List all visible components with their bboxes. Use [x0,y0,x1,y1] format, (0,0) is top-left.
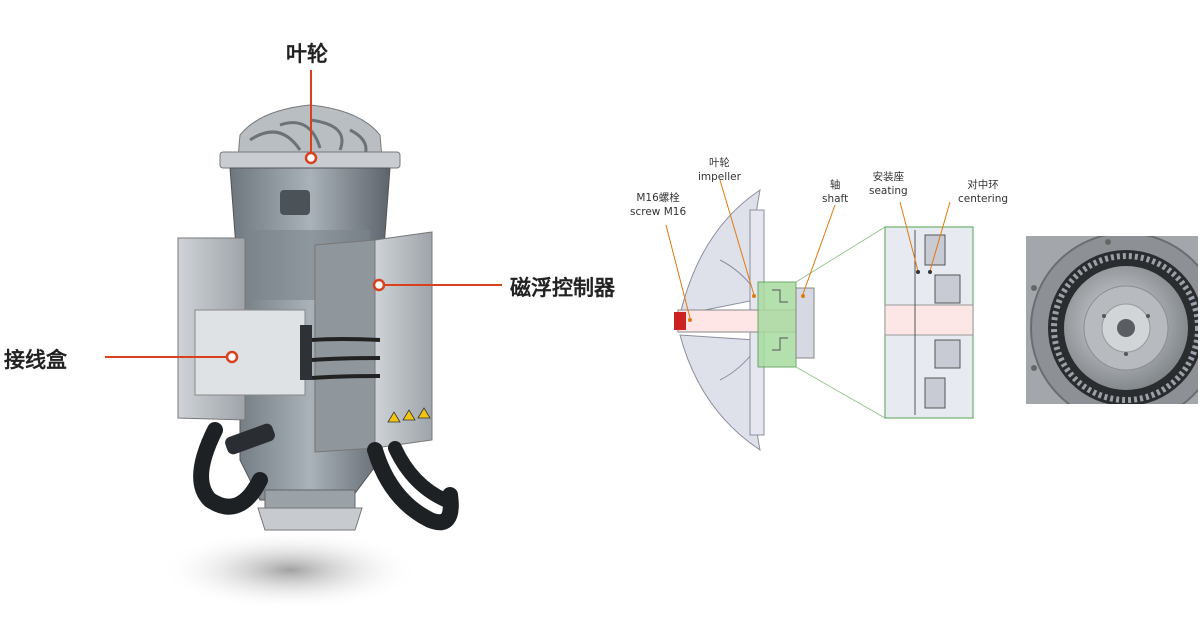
impeller-callout-dot [304,151,318,165]
impeller-label-en: impeller [698,171,741,183]
floor-shadow [160,530,420,610]
impeller-callout-leader [304,70,318,165]
controller-callout-leader [372,278,502,292]
shaft-label-en: shaft [822,193,849,205]
bolt-label: M16螺栓 screw M16 [630,191,686,219]
impeller-label-cn: 叶轮 [708,157,730,169]
highlight-region [757,281,797,368]
shaft-label-cn: 轴 [829,179,841,191]
centering-label-cn: 对中环 [967,179,999,191]
section-drawing [665,179,974,452]
section-diagram [660,150,1010,460]
centering-label: 对中环 centering [958,178,1008,206]
seating-label-en: seating [869,185,908,197]
shaft-label: 轴 shaft [822,178,848,206]
controller-callout-dot [372,278,386,292]
centering-ring-drawing [1026,236,1198,404]
impeller-callout-label: 叶轮 [286,42,328,66]
motor-drawing [160,104,459,610]
junction-box-callout-label: 接线盒 [4,348,67,372]
impeller-blade-upper [679,188,761,316]
shaft-leader [802,204,836,295]
junction-box-callout-leader [105,350,239,364]
seating-label: 安装座 seating [869,170,908,198]
motor-illustration [150,100,470,620]
bolt-leader [665,224,691,319]
centering-ring-photo [1026,236,1198,404]
junction-box-callout-dot [225,350,239,364]
impeller-label: 叶轮 impeller [698,156,741,184]
seating-leader [899,201,919,272]
bolt-m16 [674,312,686,330]
impeller-blade-lower [679,334,761,452]
centering-leader [929,201,951,272]
bottom-flange [257,507,363,531]
controller-callout-label: 磁浮控制器 [510,276,615,300]
impeller-leader [719,179,755,296]
bolt-label-cn: M16螺栓 [636,192,680,204]
centering-label-en: centering [958,193,1009,205]
bolt-label-en: screw M16 [630,206,687,218]
seating-label-cn: 安装座 [872,171,905,183]
